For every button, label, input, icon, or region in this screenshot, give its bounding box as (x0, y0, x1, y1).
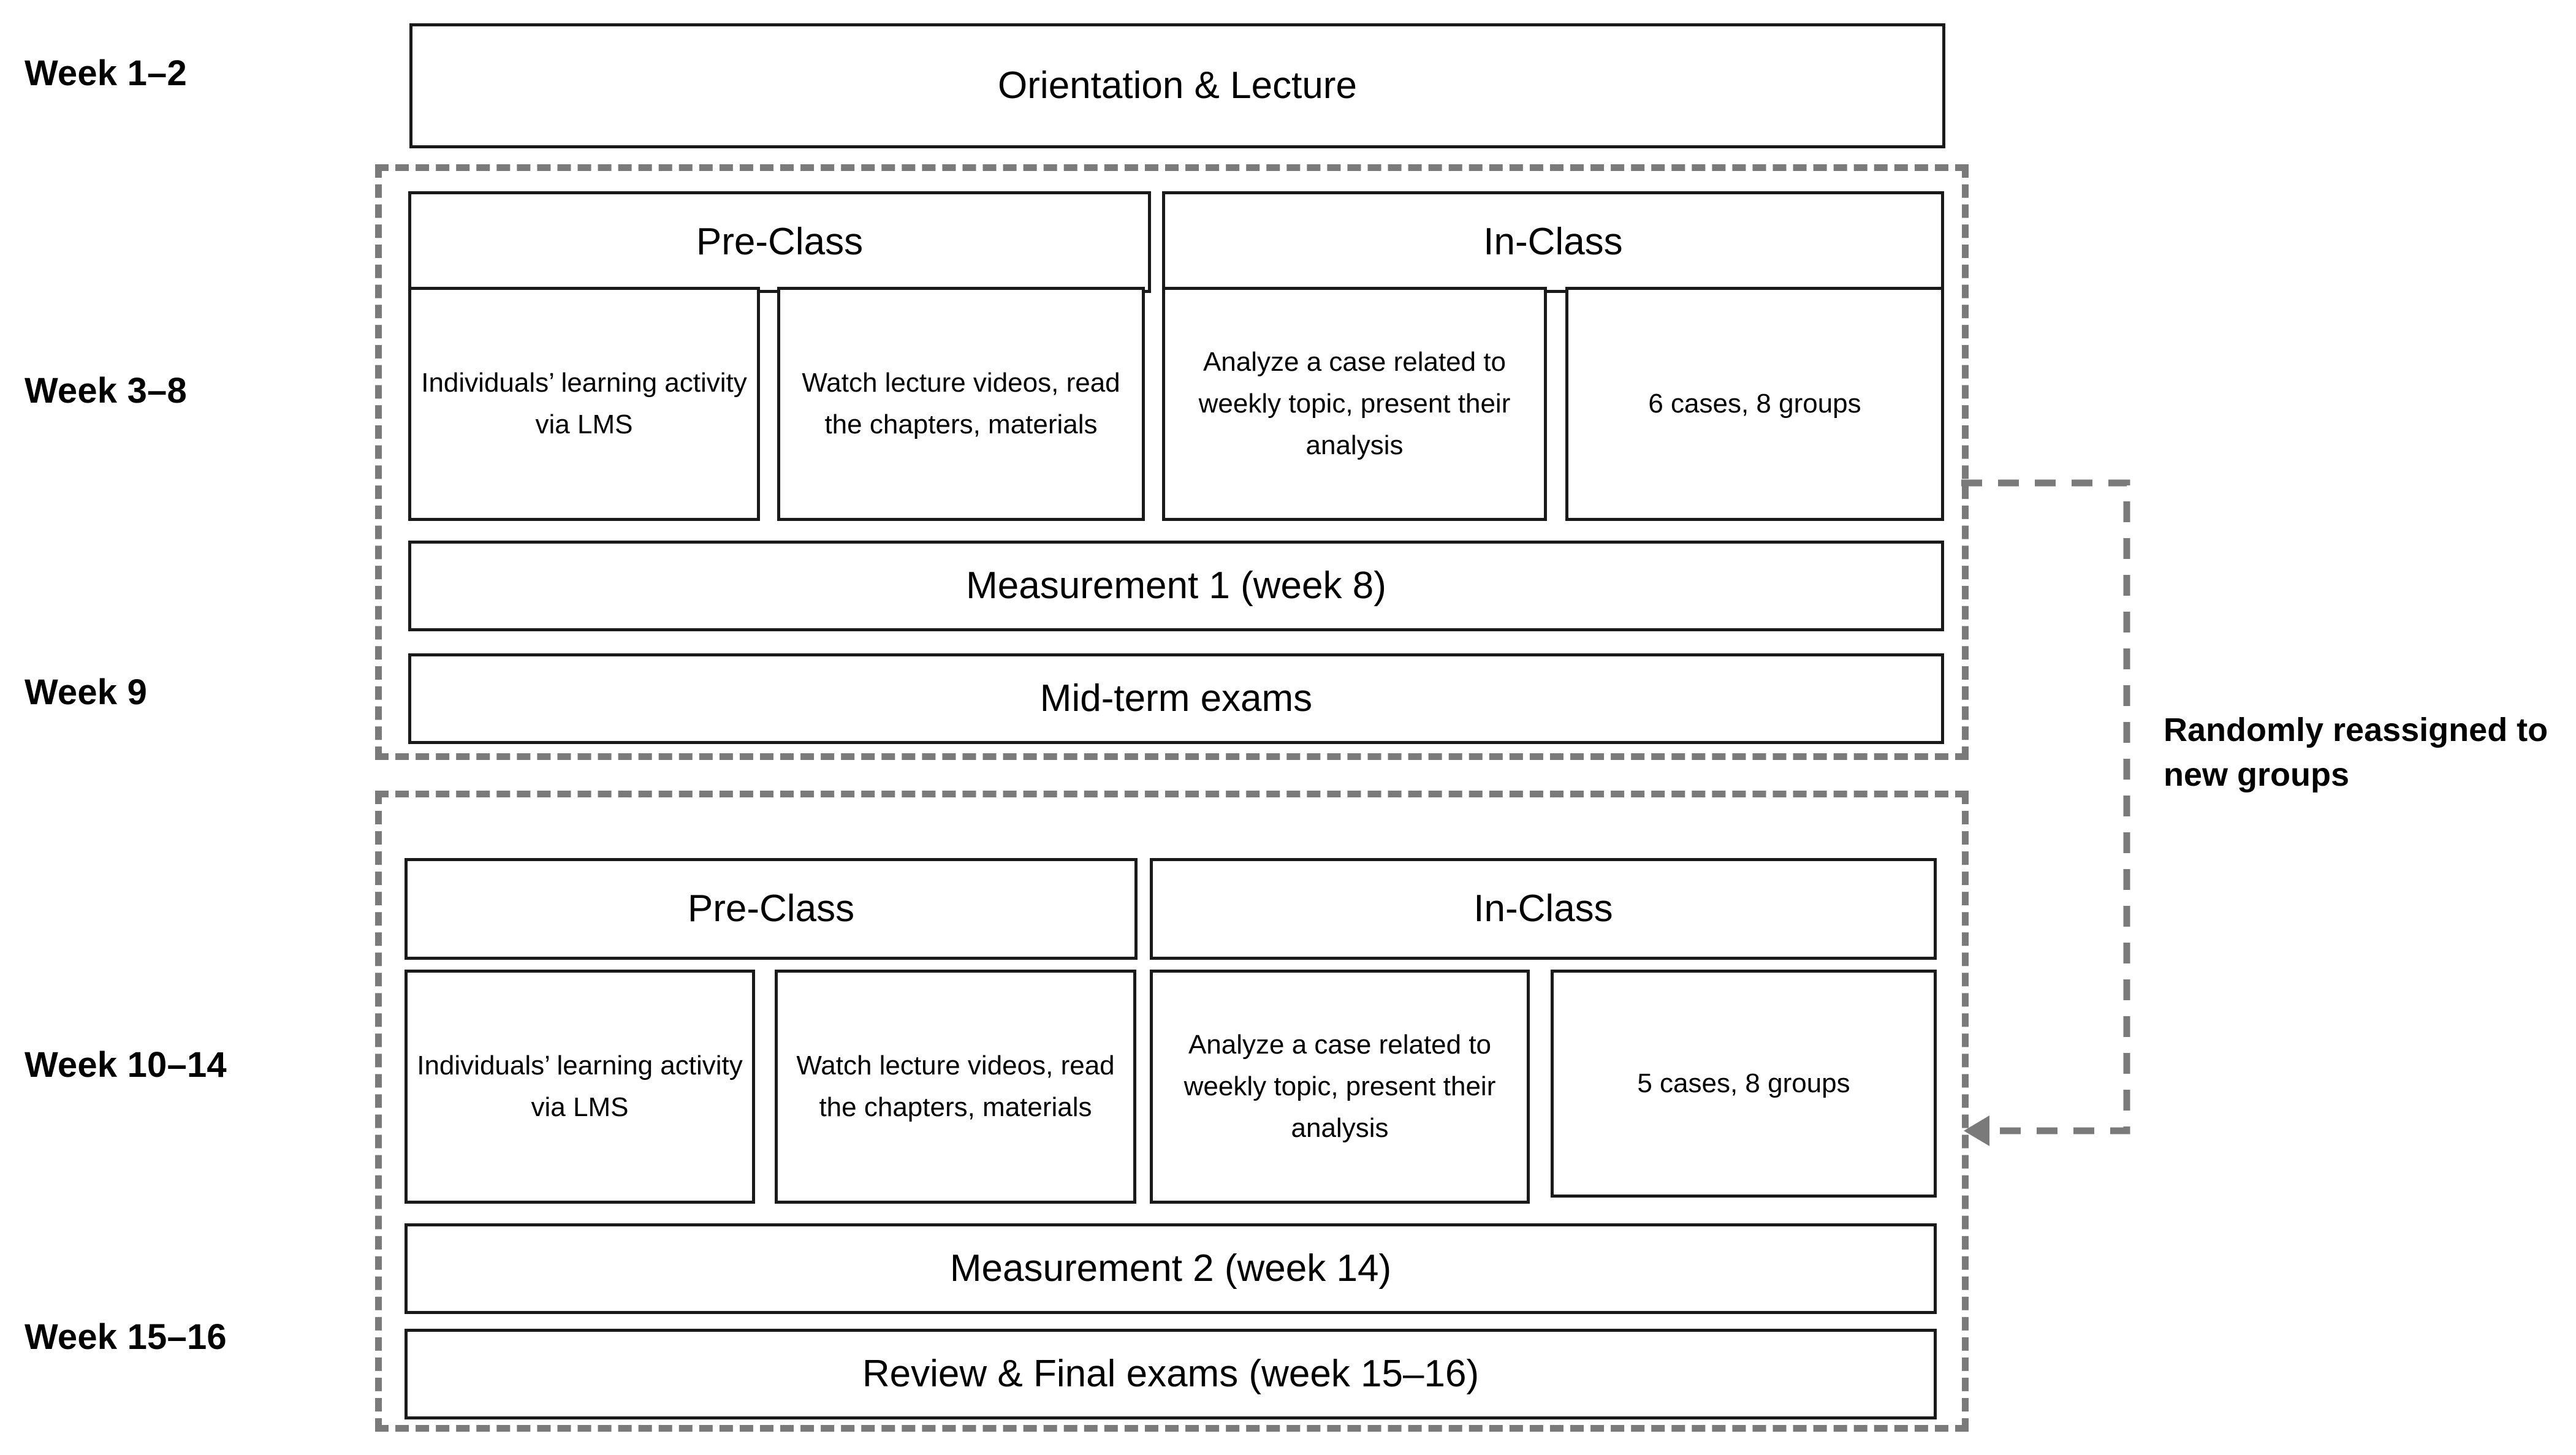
measurement-1-box[interactable]: Measurement 1 (week 8) (408, 541, 1944, 631)
second-half-case-group-label: 5 cases, 8 groups (1637, 1068, 1850, 1098)
second-half-in-class-header[interactable]: In-Class (1150, 858, 1937, 960)
first-half-group (375, 164, 1969, 760)
first-half-activity-label-1: Individuals’ learning activity via LMS (421, 367, 747, 439)
week-label-1-2: Week 1–2 (25, 53, 187, 93)
first-half-in-class-label: In-Class (1483, 221, 1623, 264)
mid-term-exams-label: Mid-term exams (1039, 677, 1313, 720)
orientation-lecture-box[interactable]: Orientation & Lecture (409, 23, 1945, 148)
reassignment-annotation-text: Randomly reassigned to new groups (2164, 712, 2548, 793)
first-half-activity-card-1[interactable]: Individuals’ learning activity via LMS (408, 287, 760, 521)
first-half-activity-card-4[interactable]: 6 cases, 8 groups (1565, 287, 1944, 521)
measurement-2-box[interactable]: Measurement 2 (week 14) (405, 1223, 1937, 1314)
second-half-activity-label-2: Watch lecture videos, read the chapters,… (796, 1050, 1115, 1122)
second-half-activity-card-1[interactable]: Individuals’ learning activity via LMS (405, 970, 755, 1204)
second-half-in-class-label: In-Class (1473, 887, 1613, 930)
mid-term-exams-box[interactable]: Mid-term exams (408, 653, 1944, 744)
second-half-activity-label-3: Analyze a case related to weekly topic, … (1184, 1029, 1496, 1144)
first-half-activity-label-2: Watch lecture videos, read the chapters,… (802, 367, 1120, 439)
first-half-activity-card-3[interactable]: Analyze a case related to weekly topic, … (1162, 287, 1547, 521)
first-half-case-group-label: 6 cases, 8 groups (1648, 388, 1861, 419)
measurement-2-label: Measurement 2 (week 14) (949, 1247, 1392, 1290)
orientation-lecture-label: Orientation & Lecture (998, 64, 1357, 107)
second-half-activity-label-1: Individuals’ learning activity via LMS (417, 1050, 743, 1122)
week-label-10-14: Week 10–14 (25, 1045, 227, 1085)
measurement-1-label: Measurement 1 (week 8) (966, 564, 1386, 607)
week-label-9: Week 9 (25, 672, 148, 712)
first-half-activity-label-3: Analyze a case related to weekly topic, … (1198, 346, 1511, 461)
second-half-activity-card-4[interactable]: 5 cases, 8 groups (1551, 970, 1937, 1198)
review-final-exams-box[interactable]: Review & Final exams (week 15–16) (405, 1329, 1937, 1419)
first-half-pre-class-label: Pre-Class (696, 221, 864, 264)
second-half-pre-class-label: Pre-Class (687, 887, 855, 930)
second-half-activity-card-2[interactable]: Watch lecture videos, read the chapters,… (775, 970, 1136, 1204)
review-final-exams-label: Review & Final exams (week 15–16) (862, 1353, 1480, 1396)
week-label-3-8: Week 3–8 (25, 371, 187, 411)
second-half-activity-card-3[interactable]: Analyze a case related to weekly topic, … (1150, 970, 1530, 1204)
reassignment-annotation: Randomly reassigned to new groups (2164, 708, 2576, 797)
week-label-15-16: Week 15–16 (25, 1317, 227, 1357)
second-half-pre-class-header[interactable]: Pre-Class (405, 858, 1138, 960)
first-half-pre-class-header[interactable]: Pre-Class (408, 191, 1151, 293)
first-half-in-class-header[interactable]: In-Class (1162, 191, 1944, 293)
dashed-arrow-icon (1955, 466, 2151, 1152)
first-half-activity-card-2[interactable]: Watch lecture videos, read the chapters,… (777, 287, 1145, 521)
